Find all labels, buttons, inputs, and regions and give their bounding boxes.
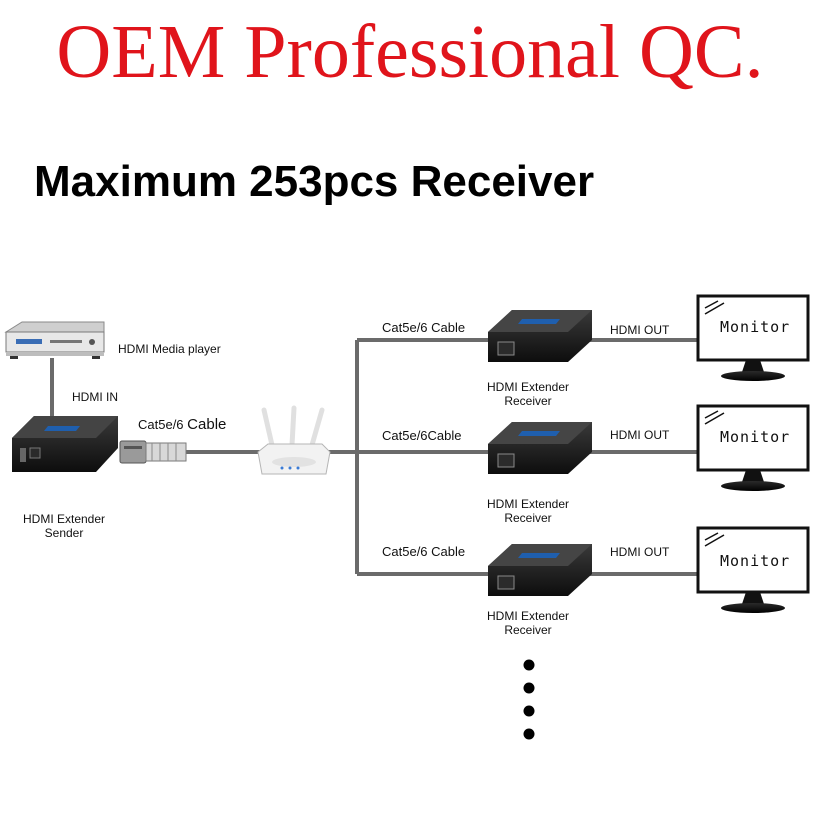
- receiver-device-icon: [488, 422, 592, 474]
- hdmi-out-label: HDMI OUT: [610, 545, 670, 559]
- monitor-label: Monitor: [720, 428, 791, 446]
- receiver-label: HDMI Extender Receiver: [478, 497, 578, 526]
- sender-device-icon: [12, 416, 118, 472]
- receiver-cable-label: Cat5e/6 Cable: [382, 544, 466, 559]
- hdmi-out-label: HDMI OUT: [610, 323, 670, 337]
- hdmi-out-label: HDMI OUT: [610, 428, 670, 442]
- ellipsis-dots-icon: [523, 659, 535, 740]
- monitor-label: Monitor: [720, 318, 791, 336]
- receiver-label-line1: HDMI Extender: [486, 609, 570, 623]
- router-icon: [257, 405, 331, 475]
- receiver-label-line2: Receiver: [504, 623, 552, 638]
- monitor-icon: [696, 294, 810, 381]
- receiver-label-line2: Receiver: [504, 394, 552, 409]
- monitor-icon: [696, 526, 810, 613]
- receiver-label: HDMI Extender Receiver: [478, 380, 578, 409]
- receiver-device-icon: [488, 544, 592, 596]
- sender-label-line2: Sender: [44, 526, 84, 541]
- sender-label-line1: HDMI Extender: [22, 512, 106, 526]
- sender-label: HDMI Extender Sender: [14, 512, 114, 541]
- hdmi-in-label: HDMI IN: [72, 390, 118, 404]
- sender-cable-label-prefix: Cat5e/6: [138, 417, 184, 432]
- receiver-device-icon: [488, 310, 592, 362]
- receiver-label: HDMI Extender Receiver: [478, 609, 578, 638]
- page-subtitle: Maximum 253pcs Receiver: [34, 157, 595, 206]
- cables: [50, 338, 700, 576]
- monitor-icon: [696, 404, 810, 491]
- sender-cable-label-suffix: Cable: [187, 416, 227, 433]
- receiver-cable-label: Cat5e/6 Cable: [382, 320, 466, 335]
- sender-cable-label: Cat5e/6 Cable: [138, 416, 226, 434]
- page-title: OEM Professional QC.: [56, 10, 764, 94]
- receiver-cable-label: Cat5e/6Cable: [382, 428, 462, 443]
- rj45-plug-icon: [119, 440, 187, 464]
- receiver-label-line1: HDMI Extender: [486, 497, 570, 511]
- media-player-label: HDMI Media player: [118, 342, 221, 356]
- receiver-label-line2: Receiver: [504, 511, 552, 526]
- media-player-icon: [4, 321, 105, 359]
- monitor-label: Monitor: [720, 552, 791, 570]
- receiver-label-line1: HDMI Extender: [486, 380, 570, 394]
